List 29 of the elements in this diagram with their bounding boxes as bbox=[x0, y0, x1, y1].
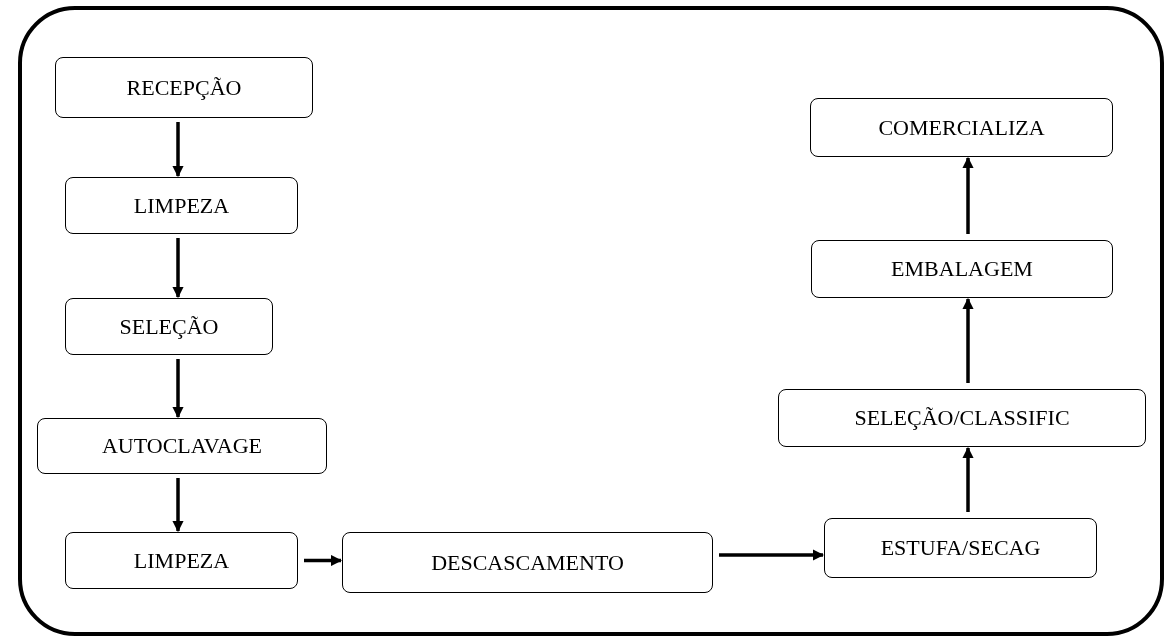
arrow bbox=[962, 297, 974, 383]
process-box bbox=[37, 418, 327, 474]
arrow bbox=[172, 359, 184, 419]
step-label: SELEÇÃO/CLASSIFIC bbox=[854, 405, 1070, 431]
step-label: ESTUFA/SECAG bbox=[880, 535, 1041, 561]
step-label: SELEÇÃO bbox=[119, 313, 219, 340]
process-box bbox=[811, 240, 1113, 298]
arrow bbox=[962, 446, 974, 512]
process-box bbox=[342, 532, 713, 593]
arrow bbox=[172, 122, 184, 178]
step-label: RECEPÇÃO bbox=[126, 74, 242, 101]
step-label: DESCASCAMENTO bbox=[431, 549, 624, 576]
arrow bbox=[172, 238, 184, 299]
step-label: AUTOCLAVAGE bbox=[101, 433, 263, 459]
process-box bbox=[824, 518, 1097, 578]
process-box bbox=[778, 389, 1146, 447]
arrow bbox=[172, 478, 184, 533]
step-label: COMERCIALIZA bbox=[878, 114, 1045, 141]
process-box bbox=[55, 57, 313, 118]
arrow bbox=[719, 549, 825, 561]
process-box bbox=[65, 532, 298, 589]
step-label: EMBALAGEM bbox=[891, 256, 1033, 282]
arrow bbox=[962, 156, 974, 234]
step-label: LIMPEZA bbox=[133, 547, 230, 574]
step-label: LIMPEZA bbox=[133, 192, 230, 219]
arrow bbox=[304, 554, 343, 567]
process-box bbox=[65, 177, 298, 234]
process-box bbox=[65, 298, 273, 355]
process-box bbox=[810, 98, 1113, 157]
